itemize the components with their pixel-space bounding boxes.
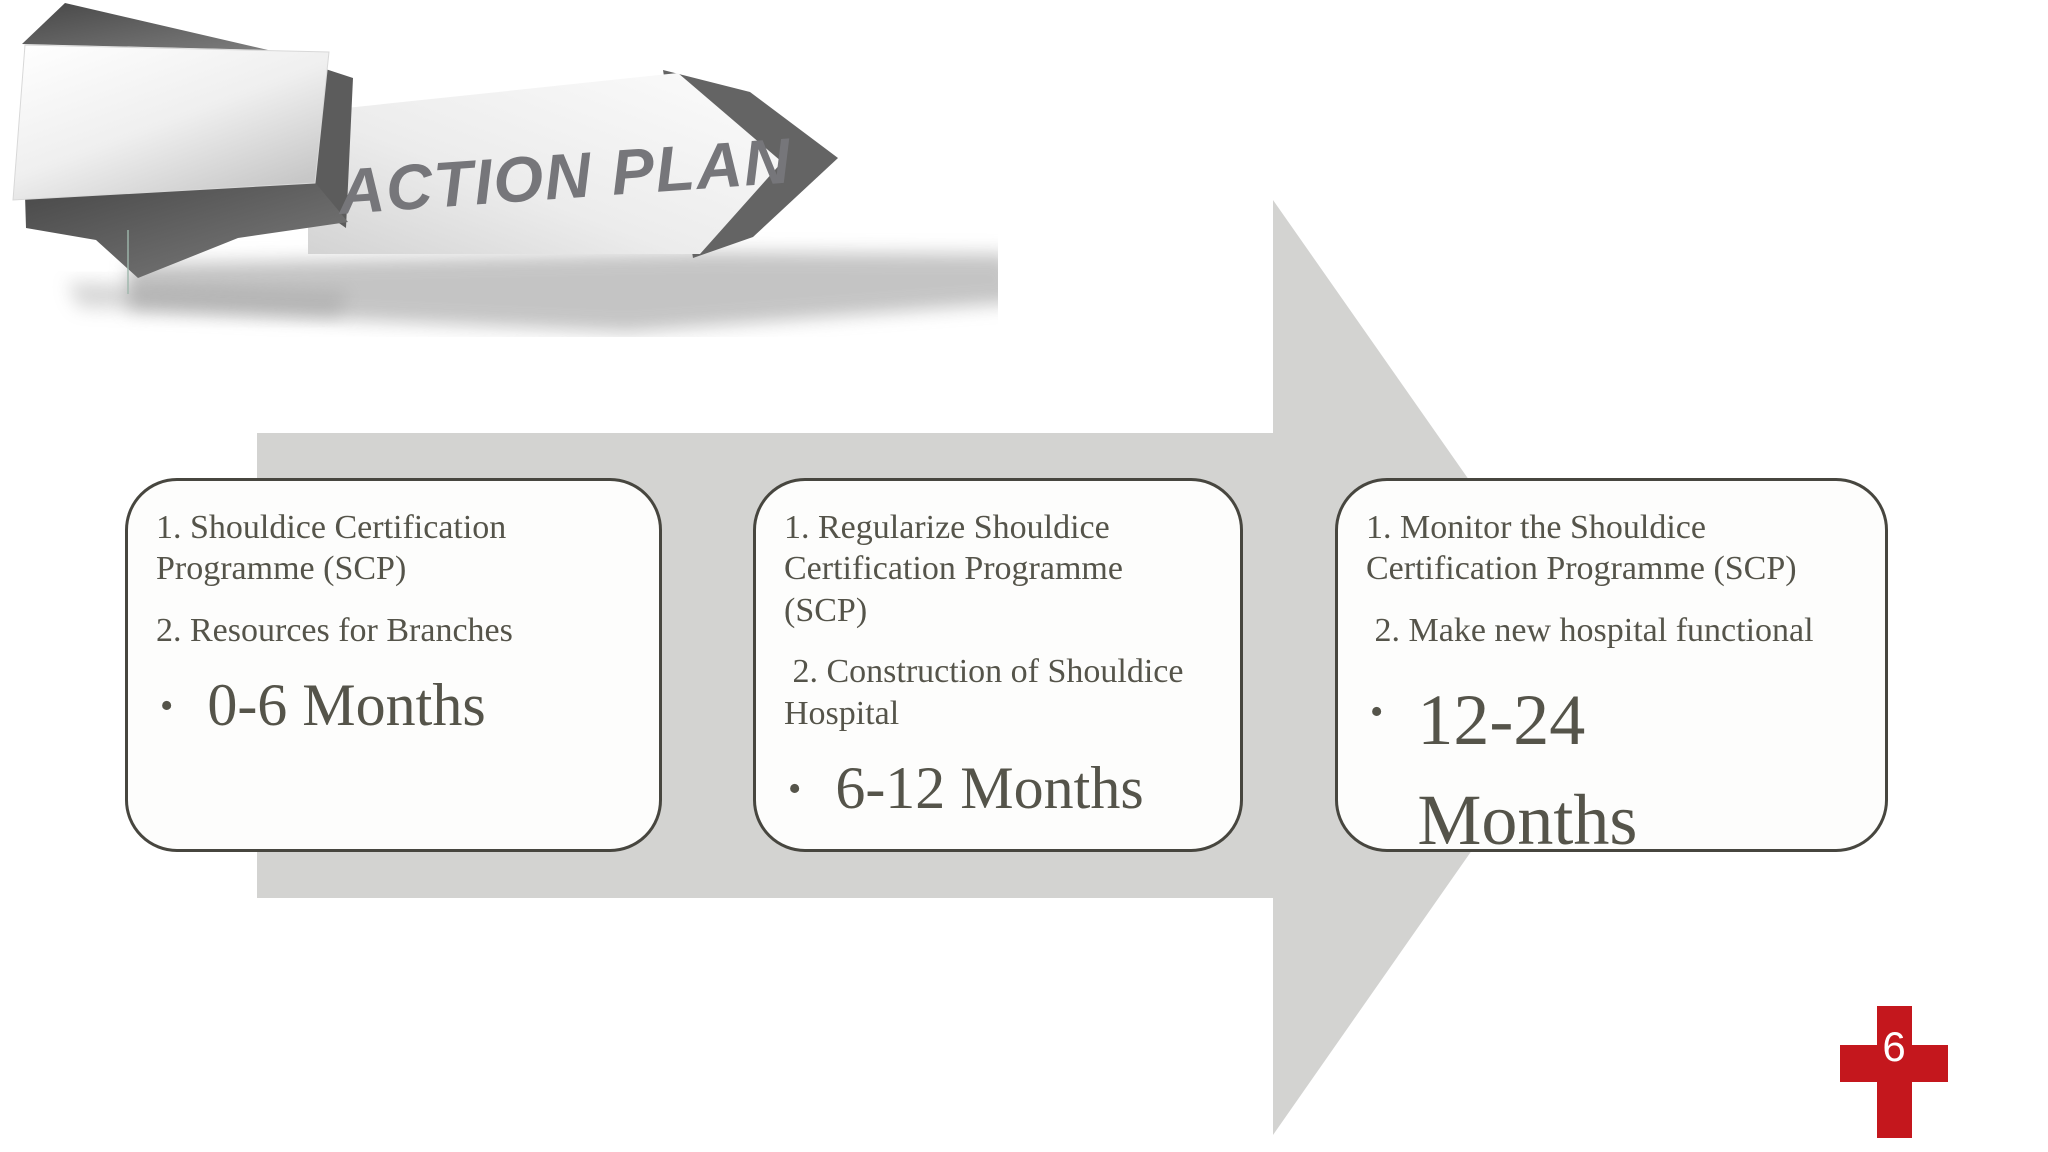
- phase-3-duration-row: • 12-24 Months: [1366, 671, 1857, 870]
- banner-shadow: [128, 252, 998, 332]
- phase-2-duration: 6-12 Months: [835, 755, 1144, 822]
- phase-2-item-2: 2. Construction of Shouldice Hospital: [784, 653, 1192, 732]
- banner-back-fold-top: [22, 3, 268, 50]
- phase-2-item-1: 1. Regularize Shouldice Certification Pr…: [784, 509, 1132, 629]
- phase-1-item-2: 2. Resources for Branches: [156, 611, 513, 649]
- bullet-icon: •: [1370, 691, 1384, 734]
- phase-2-duration-row: • 6-12 Months: [784, 754, 1212, 823]
- phase-box-3: 1. Monitor the Shouldice Certification P…: [1335, 478, 1888, 860]
- cross-horizontal-bar: [1840, 1045, 1948, 1082]
- bullet-icon: •: [788, 768, 802, 811]
- phase-box-1: 1. Shouldice Certification Programme (SC…: [125, 478, 662, 852]
- action-plan-banner: ACTION PLAN: [12, 3, 998, 332]
- banner-card: [12, 44, 330, 201]
- slide-number: 6: [1882, 1023, 1906, 1070]
- phase-3-item-2: 2. Make new hospital functional: [1366, 611, 1814, 649]
- banner-back-fold-bottom: [25, 180, 348, 278]
- medical-cross-icon: [1840, 1006, 1948, 1138]
- banner-shadow-left: [68, 282, 348, 317]
- phase-3-item-1: 1. Monitor the Shouldice Certification P…: [1366, 509, 1797, 588]
- phase-1-duration-row: • 0-6 Months: [156, 671, 631, 740]
- phase-1-item-1: 1. Shouldice Certification Programme (SC…: [156, 509, 515, 588]
- phase-box-2: 1. Regularize Shouldice Certification Pr…: [753, 478, 1243, 852]
- phase-3-duration: 12-24 Months: [1417, 680, 1638, 860]
- bullet-icon: •: [160, 685, 174, 728]
- banner-ribbon: [308, 73, 782, 254]
- phase-1-duration: 0-6 Months: [207, 672, 486, 739]
- red-cross-badge: 6: [1840, 1006, 1948, 1138]
